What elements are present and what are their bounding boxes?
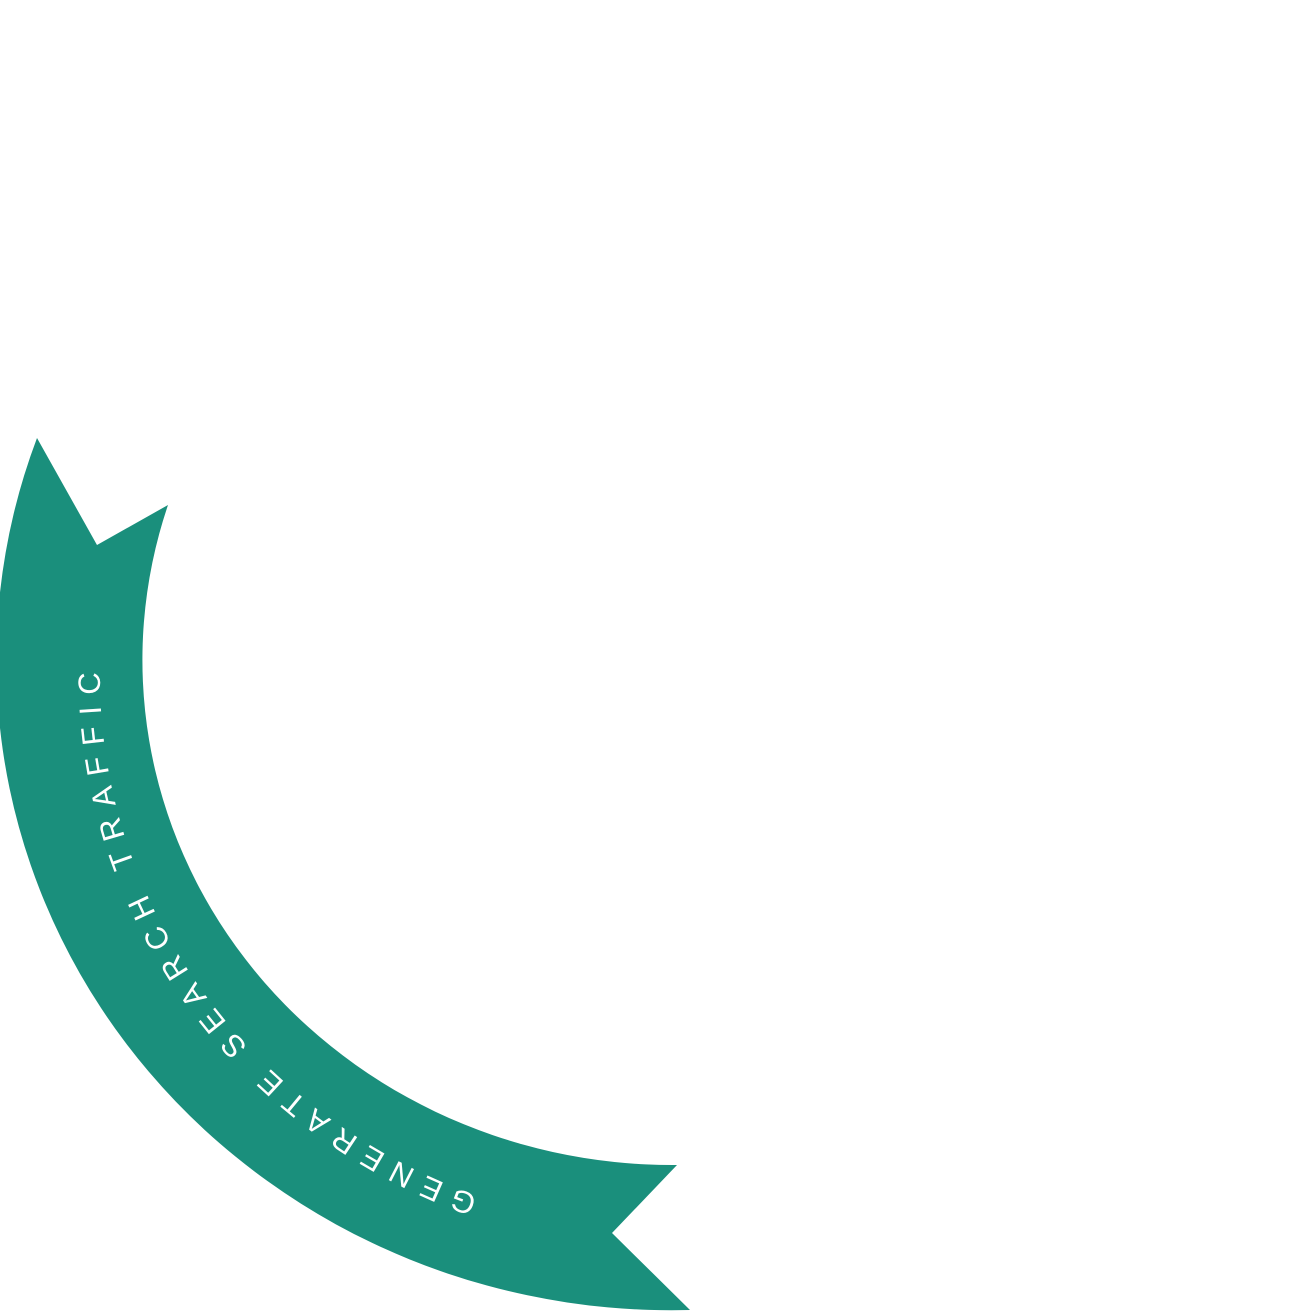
curved-ribbon — [0, 438, 690, 1311]
